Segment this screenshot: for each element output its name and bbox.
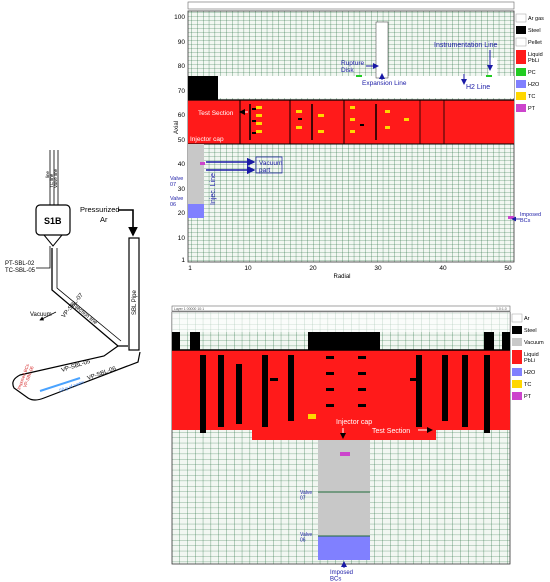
top-legend-pc: PC [528, 70, 536, 76]
label-test-section: Test Section [198, 110, 234, 117]
y-tick-10: 10 [178, 235, 186, 242]
bottom-water-region [318, 536, 370, 560]
top-steel-cap [188, 76, 218, 102]
valve-05-label: VP-SBL-05 [61, 359, 92, 374]
top-pc-marker-2 [486, 75, 492, 77]
line-label-2: TC line [49, 173, 54, 188]
y-tick-70: 70 [178, 88, 186, 95]
label-injector-cap: Injector cap [190, 136, 224, 143]
lower-loop [12, 345, 141, 401]
label-instrumentation-line: Instrumentation Line [434, 42, 498, 49]
bottom-label-test-section: Test Section [372, 428, 410, 435]
bottom-header-right: 1.0:1.0 [496, 307, 507, 311]
bottom-mesh-panel: Layer 1 00000 10:1 1.0:1.0 [171, 305, 544, 582]
label-h2-line: H2 Line [466, 84, 490, 91]
top-x-axis-label: Radial [333, 274, 350, 280]
label-injec-line: Injec. Line [210, 173, 217, 205]
y-tick-20: 20 [178, 210, 186, 217]
top-legend-tc: TC [528, 94, 535, 100]
top-y-ticks: 100 90 80 70 60 50 40 30 20 10 1 [174, 14, 185, 264]
y-tick-90: 90 [178, 39, 186, 46]
top-water-region [188, 204, 204, 218]
label-expansion-line: Expansion Line [362, 80, 407, 87]
bottom-header-left: Layer 1 00000 10:1 [174, 307, 204, 311]
bottom-legend-ar: Ar [524, 316, 530, 322]
tank-s1b [35, 204, 71, 236]
x-tick-20: 20 [309, 265, 317, 272]
pressurized-label: Pressurized [80, 205, 120, 214]
top-legend-steel: Steel [528, 28, 541, 34]
x-tick-30: 30 [374, 265, 382, 272]
y-tick-40: 40 [178, 161, 186, 168]
bottom-legend-pt: PT [524, 394, 532, 400]
y-tick-100: 100 [174, 14, 185, 21]
x-tick-40: 40 [439, 265, 447, 272]
top-legend-h2o: H2O [528, 82, 540, 88]
tc-label: TC-SBL-05 [5, 268, 36, 274]
top-header-bar [187, 1, 515, 10]
bottom-header-bar [171, 305, 511, 312]
bottom-legend-vacuum: Vacuum [524, 340, 544, 346]
injection-line-pipe [51, 248, 128, 347]
bottom-pt-sensor [340, 452, 350, 456]
line-label-1: line [45, 170, 50, 178]
top-legend-ar-gas: Ar gas [528, 16, 544, 22]
y-tick-50: 50 [178, 137, 186, 144]
y-tick-30: 30 [178, 186, 186, 193]
top-injection-column [188, 144, 204, 204]
facility-schematic: S1B line TC line Valve line Pressurized … [5, 150, 141, 401]
top-x-ticks: 1 10 20 30 40 50 [188, 265, 512, 272]
top-y-axis-label: Axial [174, 121, 180, 134]
line-label-3: Valve line [53, 168, 58, 188]
bottom-legend-h2o: H2O [524, 370, 536, 376]
bottom-label-injector-cap: Injector cap [336, 419, 372, 426]
x-tick-50: 50 [504, 265, 512, 272]
top-mesh-panel: 100 90 80 70 60 50 40 30 20 10 1 Axial 1… [170, 1, 544, 280]
argon-label: Ar [100, 215, 108, 224]
y-tick-60: 60 [178, 112, 186, 119]
x-tick-1: 1 [188, 265, 192, 272]
bottom-liquid-region [172, 350, 510, 430]
tank-label: S1B [44, 216, 62, 226]
vacuum-label: Vacuum [30, 312, 52, 318]
sbl-pipe-label: SBL Pipe [132, 290, 138, 315]
top-tc-sensors [256, 106, 409, 133]
top-legend-pellet: Pellet [528, 40, 542, 46]
top-legend-pt: PT [528, 106, 536, 112]
valve-06-label: VP-SBL-06 [87, 366, 118, 382]
y-tick-80: 80 [178, 63, 186, 70]
sbl-pipe [128, 237, 140, 351]
bottom-steel-cap [308, 332, 380, 354]
bottom-tc-sensor [308, 414, 316, 419]
y-tick-1: 1 [181, 257, 185, 264]
bottom-legend-steel: Steel [524, 328, 537, 334]
x-tick-10: 10 [244, 265, 252, 272]
top-pc-marker-1 [356, 75, 362, 77]
pt-label: PT-SBL-02 [5, 261, 35, 267]
argon-feed-line [118, 209, 138, 237]
bottom-legend-tc: TC [524, 382, 531, 388]
